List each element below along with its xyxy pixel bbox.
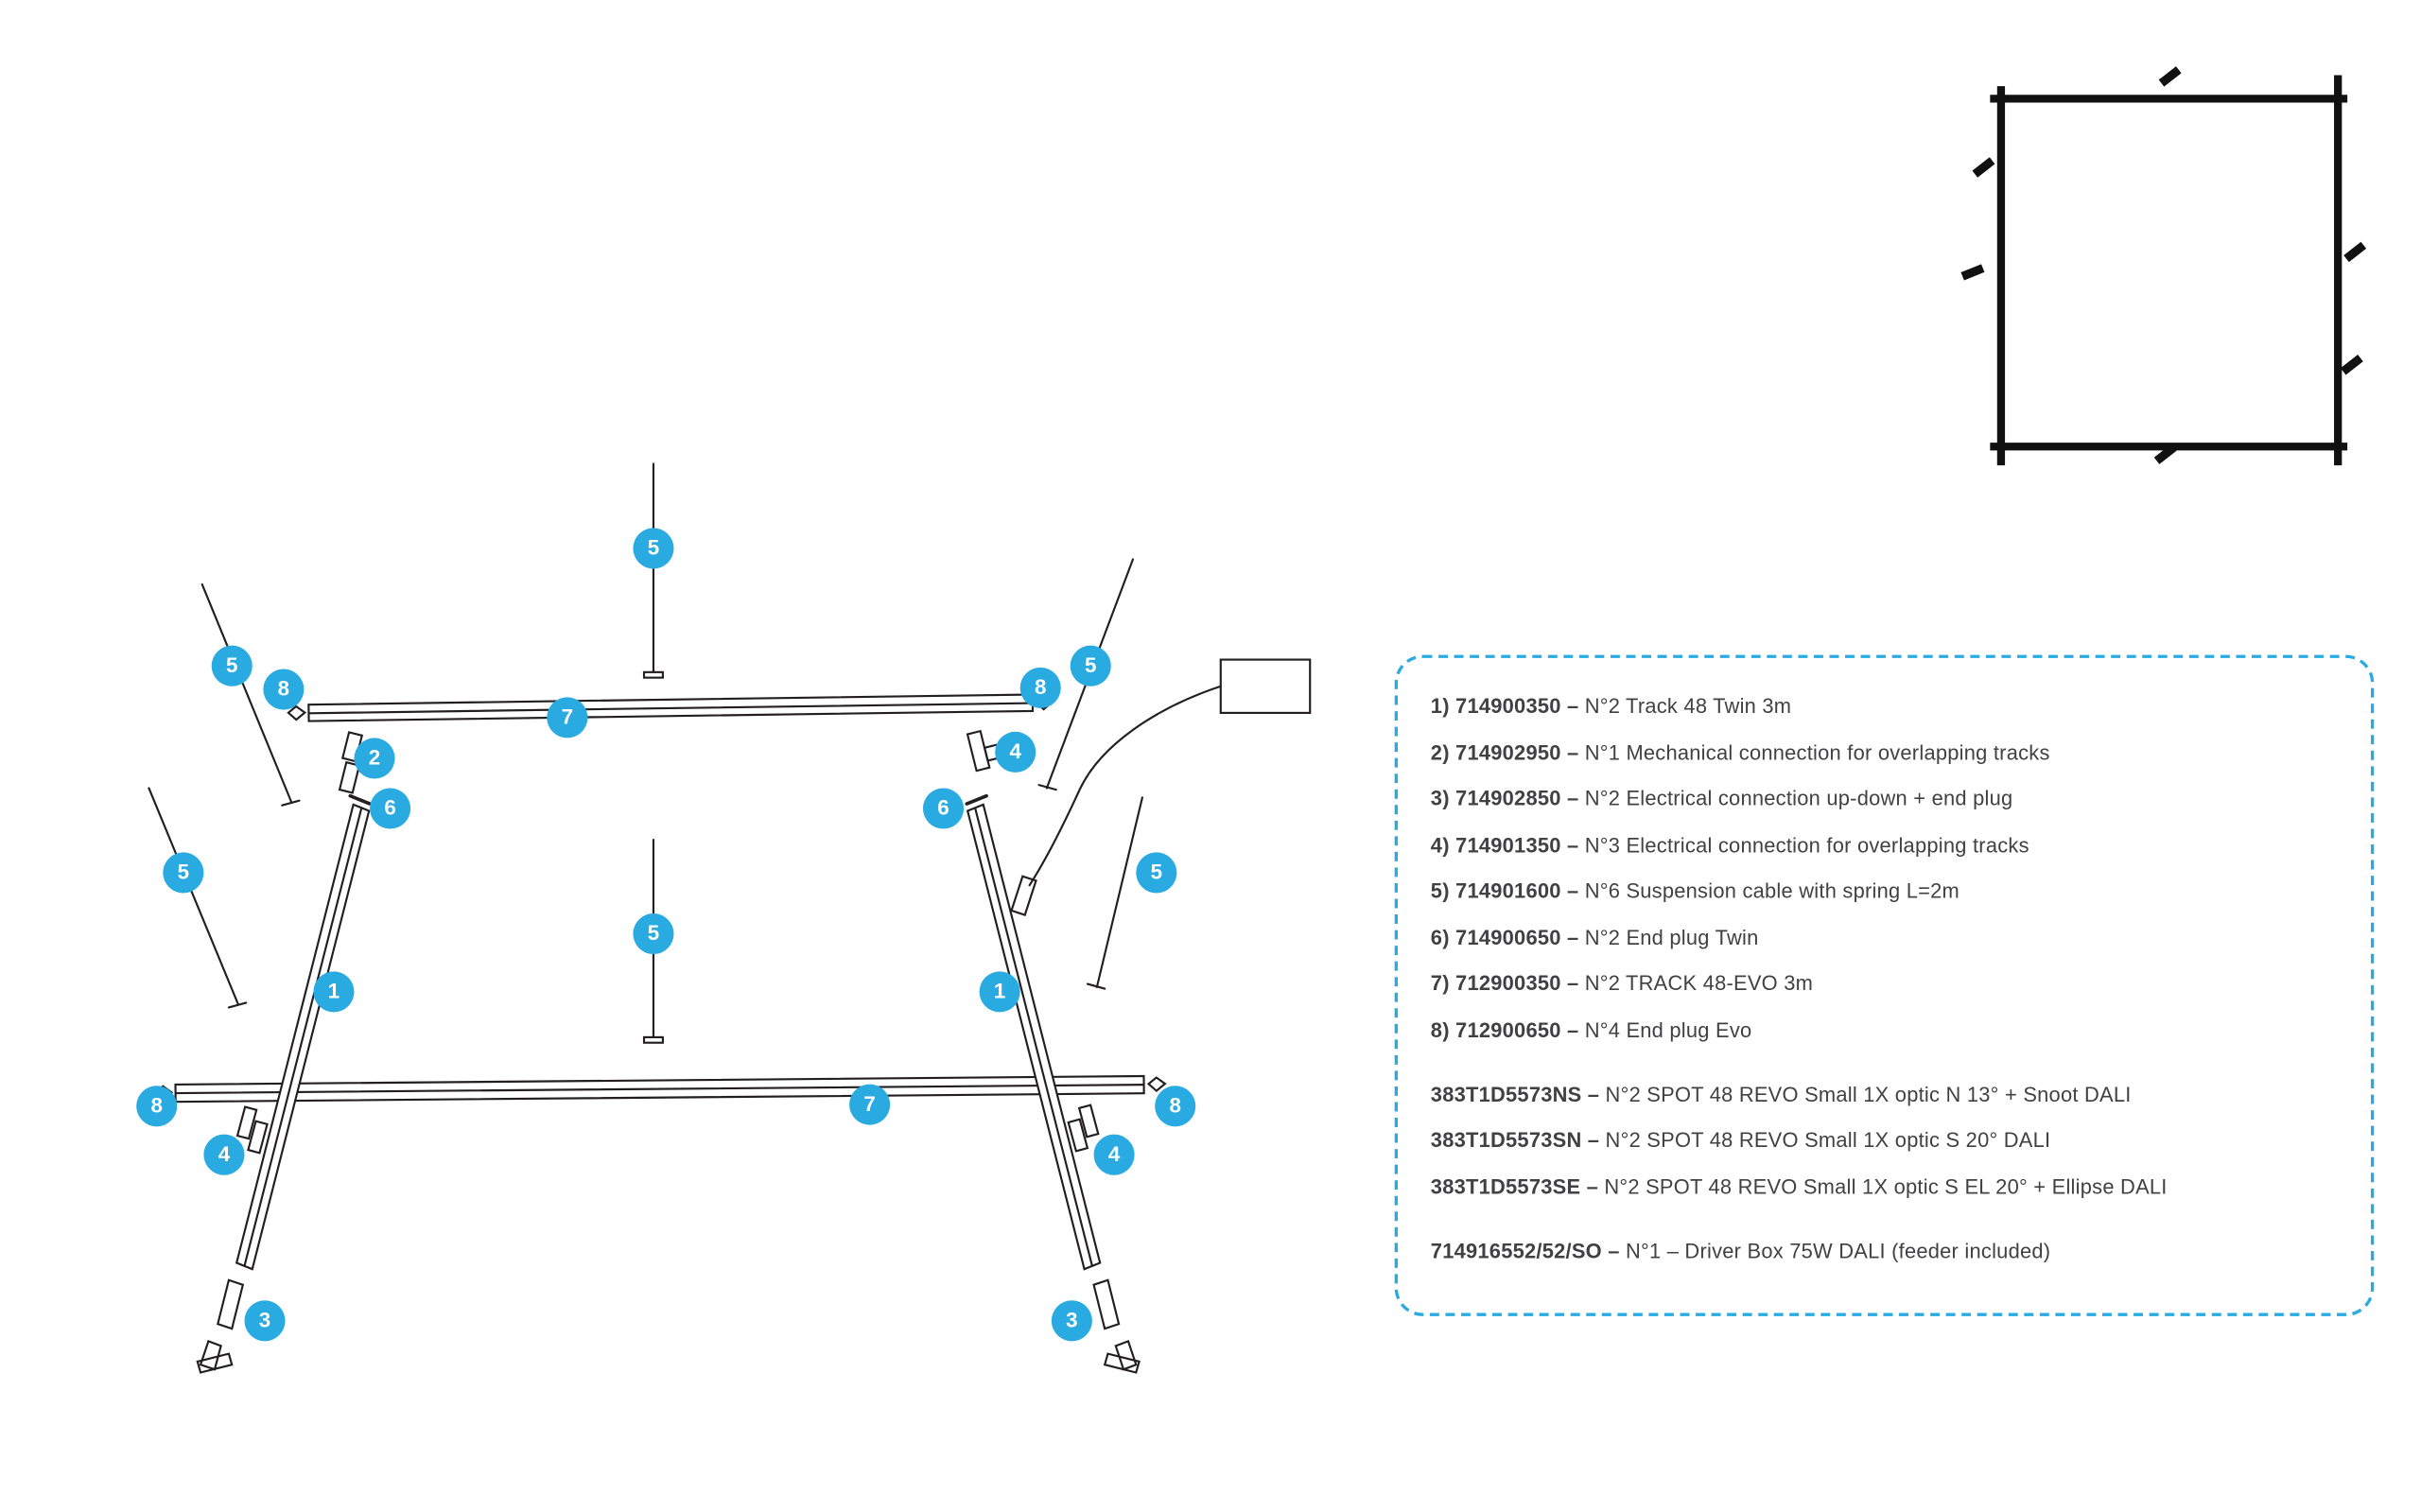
legend-item-description: N°4 End plug Evo: [1584, 1017, 1752, 1042]
track-twin-right: [965, 793, 1102, 1271]
callout-badge-5: 5: [1136, 852, 1177, 894]
legend-item-description: N°2 SPOT 48 REVO Small 1X optic N 13° + …: [1605, 1082, 2132, 1106]
track-evo-bottom: [153, 1074, 1167, 1104]
callout-badge-3: 3: [244, 1300, 286, 1342]
legend-item-code: 383T1D5573SN –: [1430, 1128, 1606, 1153]
callout-badge-5: 5: [633, 528, 674, 569]
legend-item-code: 2) 714902950 –: [1430, 739, 1585, 764]
callout-badge-4: 4: [995, 731, 1036, 773]
legend-item: 7) 712900350 – N°2 TRACK 48-EVO 3m: [1431, 973, 2340, 994]
callout-badge-3: 3: [1051, 1300, 1092, 1342]
legend-item-code: 3) 714902850 –: [1430, 786, 1585, 810]
callout-badge-4: 4: [203, 1134, 245, 1175]
legend-item: 383T1D5573NS – N°2 SPOT 48 REVO Small 1X…: [1431, 1084, 2340, 1104]
layout-plan: [1960, 66, 2367, 466]
legend-item-description: N°2 Electrical connection up-down + end …: [1584, 786, 2013, 810]
legend-item: 2) 714902950 – N°1 Mechanical connection…: [1430, 739, 2340, 764]
legend-item: 6) 714900650 – N°2 End plug Twin: [1431, 927, 2340, 947]
callout-badge-8: 8: [136, 1086, 178, 1127]
legend-item-code: 383T1D5573SE –: [1430, 1174, 1605, 1199]
electrical-connection-updown-left: [196, 1278, 245, 1374]
legend-item-description: N°2 SPOT 48 REVO Small 1X optic S EL 20°…: [1604, 1174, 2168, 1199]
legend-item: 1) 714900350 – N°2 Track 48 Twin 3m: [1431, 696, 2340, 717]
callout-badge-5: 5: [1070, 645, 1111, 686]
electrical-connection-updown-right: [1092, 1278, 1141, 1374]
callout-badge-5: 5: [211, 645, 253, 686]
legend-item-code: 7) 712900350 –: [1430, 971, 1585, 996]
legend-item-description: N°2 TRACK 48-EVO 3m: [1584, 971, 1814, 996]
legend-item: 8) 712900650 – N°4 End plug Evo: [1431, 1019, 2340, 1040]
legend-item-description: N°3 Electrical connection for overlappin…: [1584, 832, 2029, 857]
parts-legend: 1) 714900350 – N°2 Track 48 Twin 3m 2) 71…: [1394, 654, 2375, 1316]
track-twin-left: [235, 793, 372, 1271]
legend-item-description: N°1 – Driver Box 75W DALI (feeder includ…: [1625, 1239, 2051, 1263]
legend-spot-group: 383T1D5573NS – N°2 SPOT 48 REVO Small 1X…: [1431, 1084, 2340, 1197]
legend-item-description: N°6 Suspension cable with spring L=2m: [1584, 878, 1960, 903]
legend-numbered-group: 1) 714900350 – N°2 Track 48 Twin 3m 2) 71…: [1431, 696, 2340, 1040]
legend-item: 383T1D5573SN – N°2 SPOT 48 REVO Small 1X…: [1431, 1130, 2340, 1151]
legend-item-description: N°2 SPOT 48 REVO Small 1X optic S 20° DA…: [1605, 1128, 2051, 1153]
legend-item: 383T1D5573SE – N°2 SPOT 48 REVO Small 1X…: [1431, 1176, 2340, 1197]
legend-item: 5) 714901600 – N°6 Suspension cable with…: [1431, 880, 2340, 901]
legend-item-code: 6) 714900650 –: [1430, 925, 1585, 949]
spot-marks: [1960, 66, 2367, 464]
legend-item-code: 1) 714900350 –: [1430, 694, 1585, 718]
legend-item: 3) 714902850 – N°2 Electrical connection…: [1431, 788, 2340, 808]
callout-badge-7: 7: [547, 697, 588, 739]
callout-badge-4: 4: [1093, 1134, 1135, 1175]
callout-badge-1: 1: [979, 971, 1020, 1013]
callout-badge-7: 7: [849, 1084, 891, 1125]
legend-item: 4) 714901350 – N°3 Electrical connection…: [1431, 834, 2340, 855]
legend-item: 714916552/52/SO – N°1 – Driver Box 75W D…: [1431, 1241, 2340, 1261]
callout-badge-2: 2: [354, 738, 395, 779]
legend-item-code: 8) 712900650 –: [1430, 1017, 1585, 1042]
callout-badge-6: 6: [370, 788, 411, 829]
callout-badge-6: 6: [922, 788, 965, 829]
callout-badge-5: 5: [163, 852, 204, 894]
legend-item-description: N°2 End plug Twin: [1584, 925, 1759, 949]
legend-item-code: 4) 714901350 –: [1430, 832, 1585, 857]
callout-badge-8: 8: [1155, 1086, 1196, 1127]
legend-driver-group: 714916552/52/SO – N°1 – Driver Box 75W D…: [1431, 1241, 2340, 1261]
callout-badge-1: 1: [313, 971, 355, 1013]
legend-item-code: 383T1D5573NS –: [1430, 1082, 1606, 1106]
electrical-connection-bottom-right: [1067, 1104, 1100, 1153]
callout-badge-5: 5: [633, 913, 674, 955]
electrical-connection-bottom-left: [235, 1105, 269, 1155]
legend-item-code: 5) 714901600 –: [1430, 878, 1585, 903]
track-evo-top: [287, 693, 1054, 722]
legend-item-description: N°1 Mechanical connection for overlappin…: [1584, 739, 2050, 764]
callout-badge-8: 8: [1019, 667, 1061, 708]
legend-item-code: 714916552/52/SO –: [1430, 1239, 1626, 1263]
callout-badge-8: 8: [263, 669, 305, 710]
legend-item-description: N°2 Track 48 Twin 3m: [1584, 694, 1792, 718]
driver-box: [1010, 658, 1312, 916]
